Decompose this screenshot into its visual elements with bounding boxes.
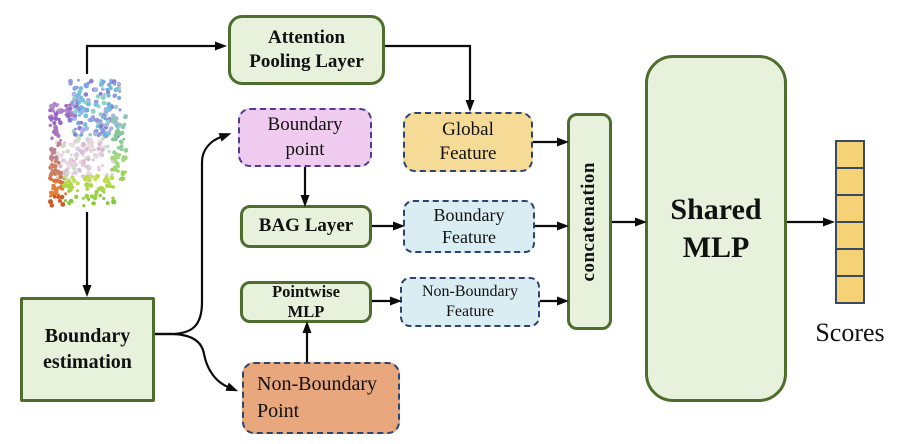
node-label: Boundary xyxy=(433,204,505,225)
node-label: Attention xyxy=(267,26,346,48)
node-label: Pointwise xyxy=(272,282,340,302)
node-non-boundary-point: Non-Boundary Point xyxy=(242,362,400,434)
node-label: point xyxy=(285,138,325,160)
node-label: Boundary xyxy=(44,324,131,347)
node-label: MLP xyxy=(682,230,750,264)
node-shared-mlp: Shared MLP xyxy=(645,55,787,402)
arrow-input-to-attention xyxy=(85,41,227,74)
score-stack xyxy=(835,140,865,304)
node-label: Feature xyxy=(446,303,494,320)
node-attention-pooling-layer: Attention Pooling Layer xyxy=(228,15,385,85)
node-label: Non-Boundary xyxy=(422,283,518,300)
node-label: concatenation xyxy=(578,161,600,282)
node-label: Global xyxy=(442,118,494,140)
node-boundary-point: Boundary point xyxy=(238,108,372,167)
score-cell xyxy=(835,167,865,196)
node-label: estimation xyxy=(43,350,132,373)
node-label: Point xyxy=(257,400,300,422)
arrow-estimation-to-non-boundary-point xyxy=(155,332,239,392)
arrow-attention-to-global-feature xyxy=(385,44,475,112)
score-cell xyxy=(835,275,865,304)
node-label: Feature xyxy=(442,226,496,247)
node-label: BAG Layer xyxy=(258,215,354,237)
node-non-boundary-feature: Non-Boundary Feature xyxy=(400,277,540,327)
node-label: Shared xyxy=(670,193,762,226)
node-label: Pooling Layer xyxy=(249,51,364,72)
node-label: Boundary xyxy=(267,114,343,136)
node-boundary-estimation: Boundary estimation xyxy=(20,297,155,402)
node-label: Feature xyxy=(439,143,497,164)
node-concatenation: concatenation xyxy=(567,113,612,330)
node-global-feature: Global Feature xyxy=(403,112,533,172)
node-pointwise-mlp: Pointwise MLP xyxy=(240,281,372,323)
score-cell xyxy=(835,194,865,223)
node-bag-layer: BAG Layer xyxy=(240,205,372,248)
node-boundary-feature: Boundary Feature xyxy=(403,200,535,253)
point-cloud-chair-icon xyxy=(48,78,129,208)
score-cell xyxy=(835,248,865,277)
node-label: MLP xyxy=(287,302,325,321)
arrow-estimation-to-boundary-point xyxy=(155,133,232,336)
score-cell xyxy=(835,140,865,169)
node-label: Non-Boundary xyxy=(257,373,377,395)
score-cell xyxy=(835,221,865,250)
scores-label: Scores xyxy=(815,318,885,347)
